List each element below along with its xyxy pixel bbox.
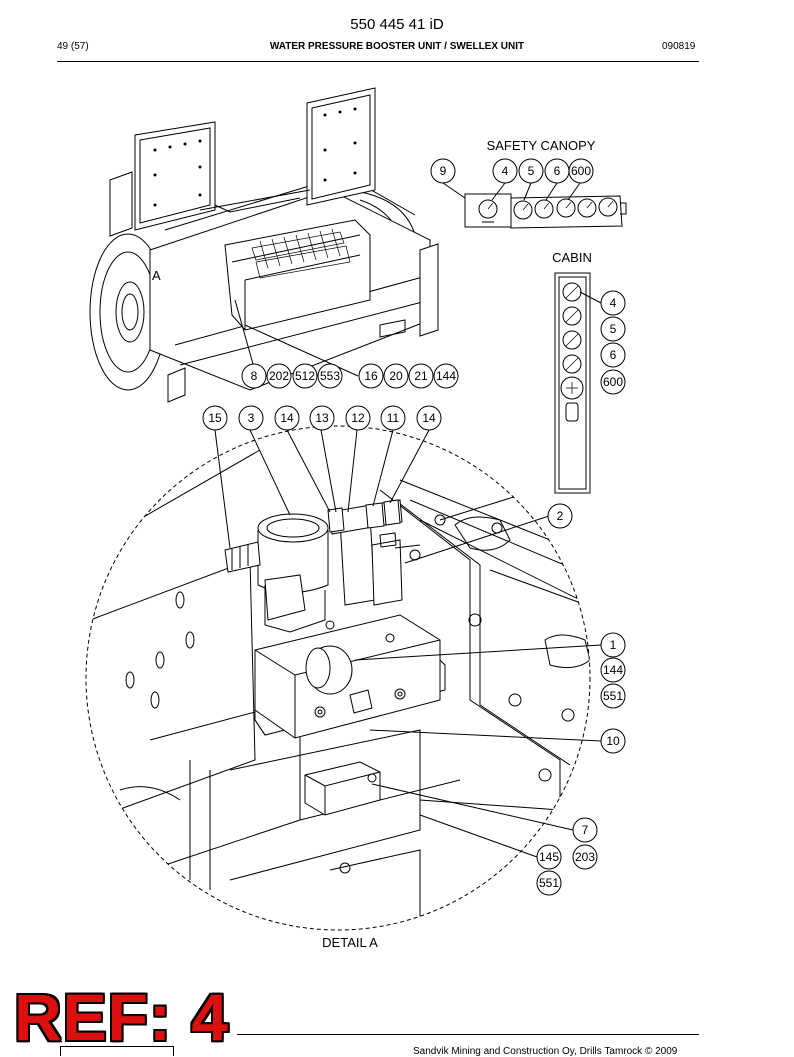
- callout-number: 16: [364, 369, 378, 383]
- callout-number: 10: [606, 734, 620, 748]
- footer-copyright: Sandvik Mining and Construction Oy, Dril…: [413, 1046, 678, 1057]
- callout-number: 6: [610, 348, 617, 362]
- callout-number: 9: [440, 164, 447, 178]
- callout-number: 1: [610, 638, 617, 652]
- callout-numbers: 9 4 5 6 600 4 5 6 600 8 202 512 553 16 2…: [208, 164, 623, 890]
- callout-number: 11: [387, 411, 400, 425]
- detail-a-outline: [85, 425, 591, 931]
- section-title: WATER PRESSURE BOOSTER UNIT / SWELLEX UN…: [269, 41, 525, 52]
- callout-number: 600: [571, 164, 591, 178]
- callout-number: 2: [557, 509, 564, 523]
- ref-stamp: REF: 4: [14, 980, 230, 1054]
- callout-number: 13: [315, 411, 329, 425]
- callout-number: 144: [603, 663, 623, 677]
- callout-number: 14: [280, 411, 294, 425]
- cabin-label: CABIN: [552, 250, 592, 265]
- date-code: 090819: [662, 41, 696, 52]
- footer-rule: [237, 1034, 699, 1035]
- detail-a-illustration: [86, 429, 590, 930]
- callout-bubbles: [202, 158, 626, 896]
- view-marker-a: A: [152, 268, 161, 283]
- page-number: 49 (57): [57, 41, 89, 52]
- detail-a-label: DETAIL A: [322, 935, 378, 950]
- callout-number: 202: [269, 369, 289, 383]
- callout-number: 600: [603, 375, 623, 389]
- callout-number: 5: [528, 164, 535, 178]
- header-rule: [57, 61, 699, 62]
- callout-number: 8: [251, 369, 258, 383]
- callout-number: 551: [603, 689, 623, 703]
- callout-number: 14: [422, 411, 436, 425]
- callout-number: 145: [539, 850, 559, 864]
- leader-lines: [214, 182, 602, 858]
- machine-illustration: [89, 87, 439, 403]
- callout-number: 553: [320, 369, 340, 383]
- callout-number: 12: [351, 411, 365, 425]
- callout-number: 15: [208, 411, 222, 425]
- callout-number: 7: [582, 823, 589, 837]
- document-number: 550 445 41 iD: [350, 16, 444, 33]
- cabin-panel: [554, 272, 591, 494]
- callout-number: 3: [248, 411, 255, 425]
- callout-number: 4: [610, 296, 617, 310]
- callout-number: 4: [502, 164, 509, 178]
- callout-number: 144: [436, 369, 456, 383]
- callout-number: 512: [295, 369, 315, 383]
- callout-number: 551: [539, 876, 559, 890]
- callout-number: 5: [610, 322, 617, 336]
- safety-canopy-label: SAFETY CANOPY: [487, 138, 596, 153]
- company-logo: [60, 1046, 174, 1056]
- callout-number: 6: [554, 164, 561, 178]
- callout-number: 20: [389, 369, 403, 383]
- callout-number: 21: [414, 369, 428, 383]
- safety-canopy-panel: [464, 193, 627, 229]
- callout-number: 203: [575, 850, 595, 864]
